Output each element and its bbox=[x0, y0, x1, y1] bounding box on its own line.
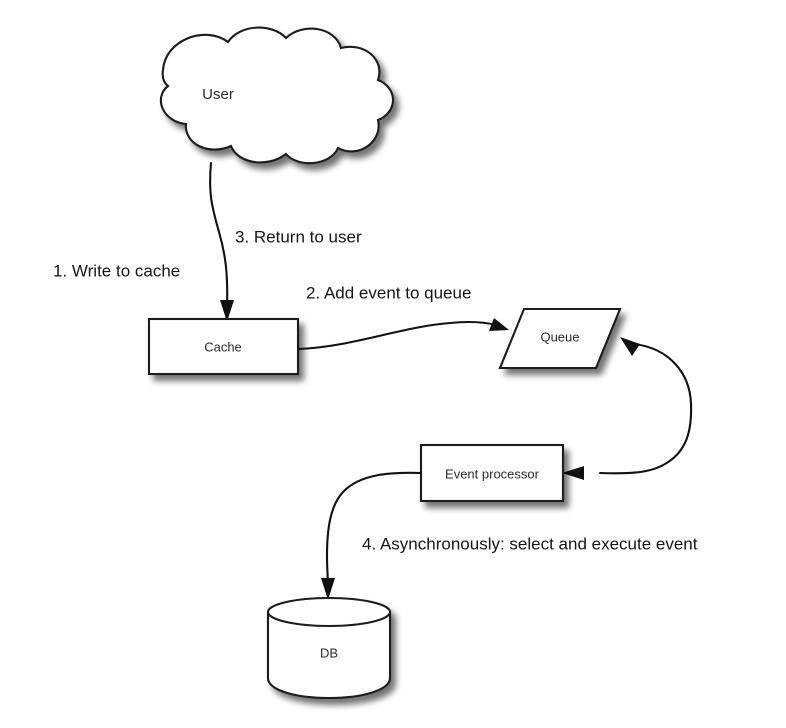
arrowhead-into-queue bbox=[489, 318, 509, 331]
node-db[interactable]: DB bbox=[266, 596, 392, 700]
node-event-processor[interactable]: Event processor bbox=[419, 443, 565, 503]
edge-processor-to-queue bbox=[598, 337, 693, 475]
edge-label-step3: 3. Return to user bbox=[235, 227, 362, 246]
edge-processor-to-db bbox=[321, 471, 423, 600]
edge-cache-to-queue bbox=[296, 318, 509, 351]
node-label-queue: Queue bbox=[540, 329, 579, 344]
edge-label-step2: 2. Add event to queue bbox=[306, 283, 471, 302]
node-cache[interactable]: Cache bbox=[147, 317, 300, 376]
node-label-event-processor: Event processor bbox=[445, 466, 540, 481]
node-queue[interactable]: Queue bbox=[498, 307, 622, 370]
arrowhead-into-db bbox=[321, 578, 335, 600]
edge-user-to-cache bbox=[209, 161, 234, 322]
node-label-user: User bbox=[202, 86, 234, 103]
edge-queue-to-processor bbox=[562, 466, 584, 480]
node-label-cache: Cache bbox=[204, 339, 242, 354]
edge-label-step1: 1. Write to cache bbox=[53, 261, 180, 280]
edge-label-step4: 4. Asynchronously: select and execute ev… bbox=[362, 534, 698, 553]
arrowhead-into-event-processor bbox=[562, 466, 584, 480]
arrowhead-into-queue-loop bbox=[620, 337, 640, 356]
node-label-db: DB bbox=[320, 645, 338, 660]
arrowhead-into-cache bbox=[220, 300, 234, 322]
node-user[interactable]: User bbox=[159, 26, 394, 165]
